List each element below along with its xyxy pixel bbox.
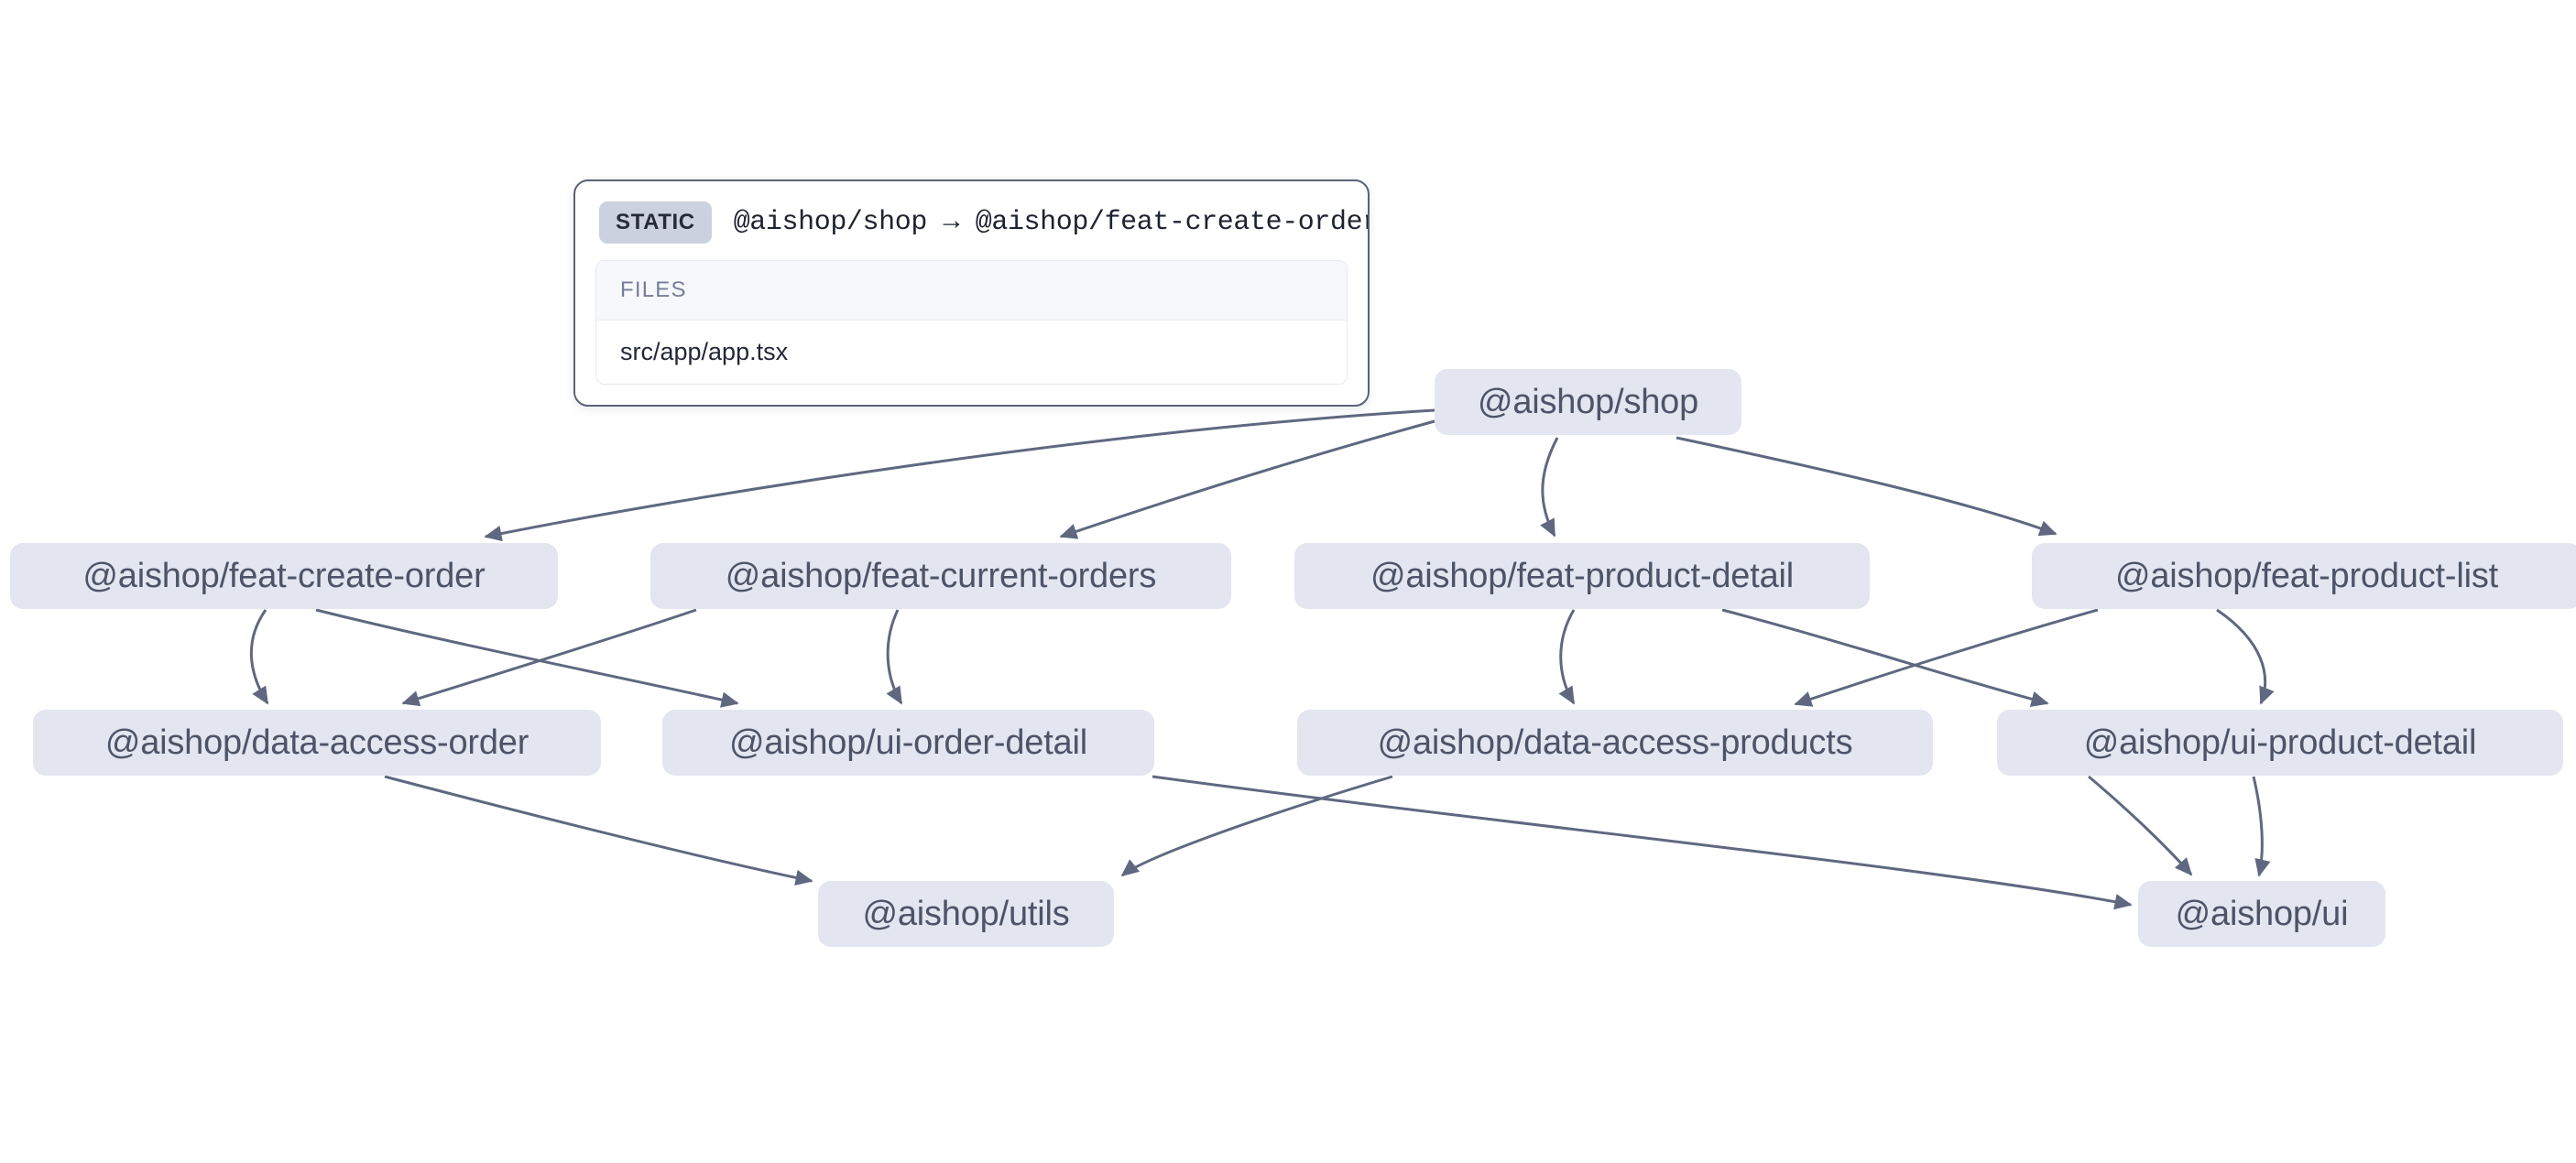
files-section-label: FILES [596,261,1347,321]
graph-node-ui-order-detail[interactable]: @aishop/ui-order-detail [662,710,1154,776]
graph-edge-ui-product-detail-to-ui[interactable] [2088,775,2193,876]
graph-edge-feat-create-order-to-ui-order-detail[interactable] [315,608,739,708]
tooltip-header: STATIC @aishop/shop → @aishop/feat-creat… [575,181,1368,260]
graph-edge-data-access-order-to-utils[interactable] [384,775,813,886]
graph-edge-shop-to-feat-product-detail[interactable] [1540,437,1559,538]
graph-node-feat-create-order[interactable]: @aishop/feat-create-order [10,543,558,609]
graph-node-feat-current-orders[interactable]: @aishop/feat-current-orders [650,543,1231,609]
graph-edge-feat-product-list-to-data-access-products[interactable] [1794,608,2099,707]
graph-edge-ui-order-detail-to-ui[interactable] [1152,775,2133,910]
graph-edges [249,408,2275,910]
graph-node-shop[interactable]: @aishop/shop [1435,369,1741,435]
files-list: src/app/app.tsx [596,321,1347,384]
graph-edge-shop-to-feat-product-list[interactable] [1675,436,2058,537]
graph-node-data-access-order[interactable]: @aishop/data-access-order [33,710,601,776]
graph-edge-ui-product-detail-to-ui[interactable] [2252,776,2271,877]
graph-node-feat-product-detail[interactable]: @aishop/feat-product-detail [1294,543,1870,609]
graph-node-ui[interactable]: @aishop/ui [2138,881,2385,947]
graph-edge-feat-product-detail-to-data-access-products[interactable] [1558,609,1576,705]
graph-edge-feat-product-list-to-ui-product-detail[interactable] [2216,608,2275,705]
graph-node-utils[interactable]: @aishop/utils [818,881,1114,947]
tooltip-files-panel: FILES src/app/app.tsx [595,260,1348,385]
tooltip-dependency-title: @aishop/shop → @aishop/feat-create-order [733,207,1370,238]
graph-node-feat-product-list[interactable]: @aishop/feat-product-list [2032,543,2576,609]
file-row: src/app/app.tsx [596,321,1347,384]
graph-edge-shop-to-feat-current-orders[interactable] [1059,419,1435,539]
edge-detail-tooltip[interactable]: STATIC @aishop/shop → @aishop/feat-creat… [573,179,1370,407]
graph-node-ui-product-detail[interactable]: @aishop/ui-product-detail [1997,710,2563,776]
graph-edge-feat-current-orders-to-data-access-order[interactable] [401,608,697,707]
graph-edge-feat-current-orders-to-ui-order-detail[interactable] [886,609,903,705]
graph-edge-data-access-products-to-utils[interactable] [1120,775,1393,877]
graph-edge-feat-product-detail-to-ui-product-detail[interactable] [1721,608,2049,707]
static-dependency-badge: STATIC [599,201,712,244]
graph-edge-feat-create-order-to-data-access-order[interactable] [249,609,269,705]
graph-node-data-access-products[interactable]: @aishop/data-access-products [1297,710,1933,776]
graph-edge-shop-to-feat-create-order[interactable] [484,408,1435,542]
